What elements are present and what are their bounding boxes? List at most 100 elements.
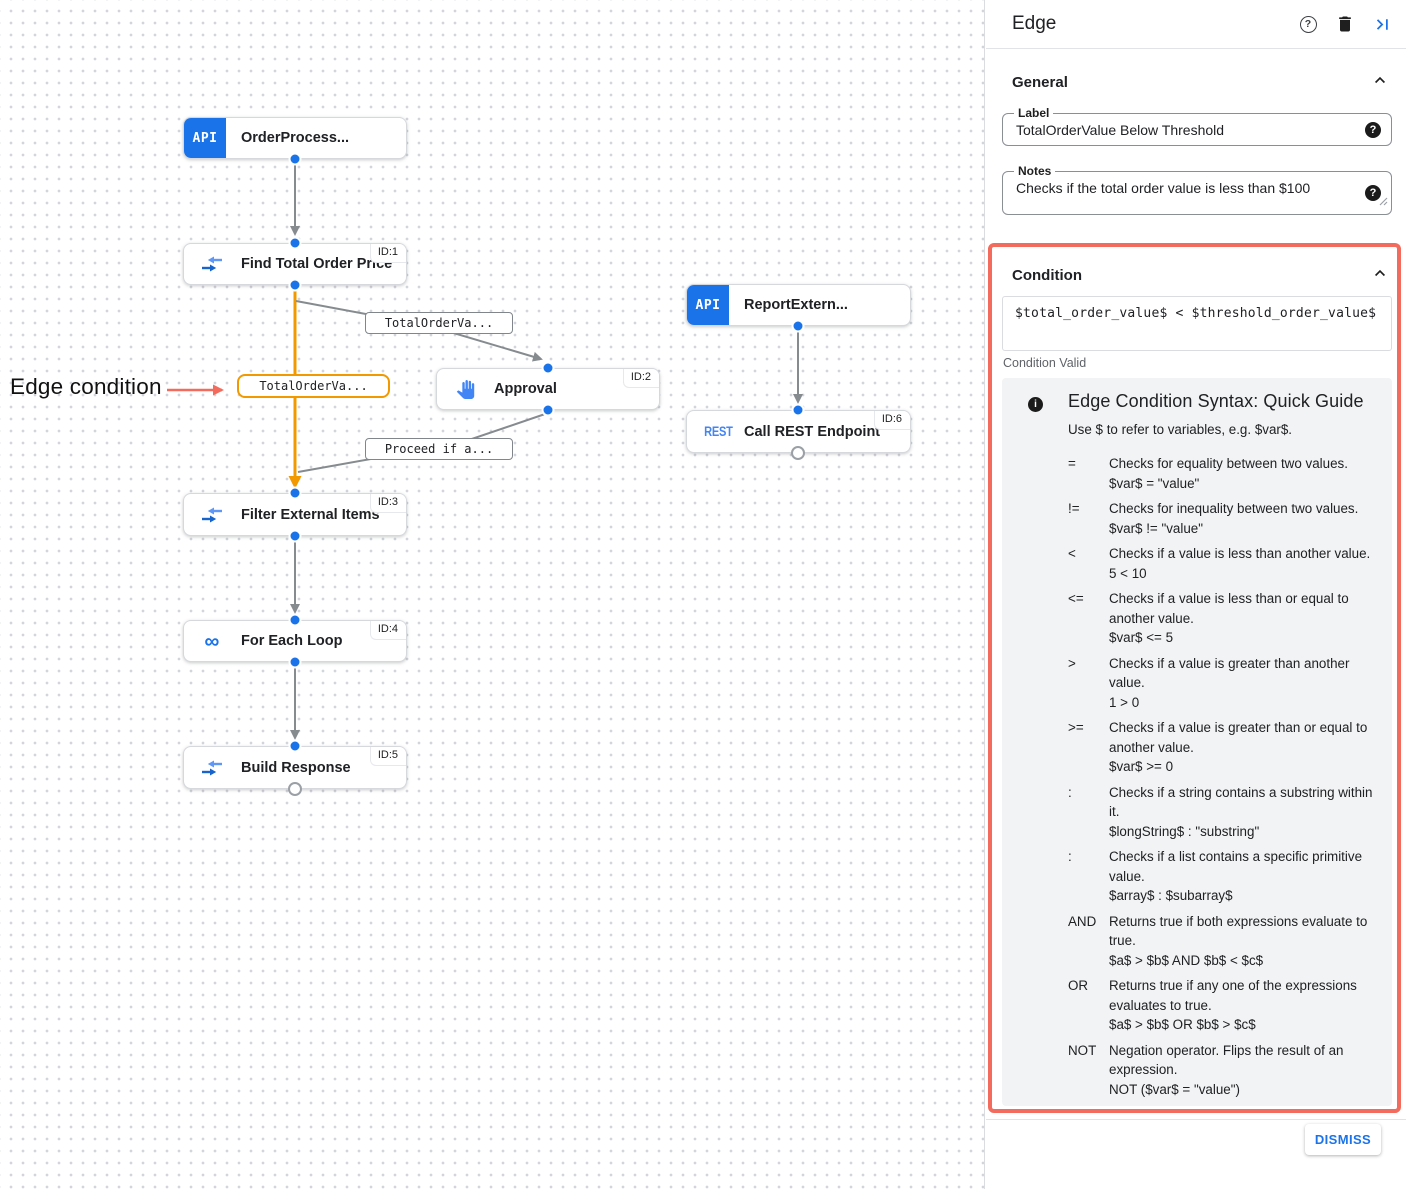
node-title: OrderProcess... xyxy=(241,130,349,146)
condition-syntax-guide: i Edge Condition Syntax: Quick Guide Use… xyxy=(1002,378,1392,1106)
guide-op: != xyxy=(1068,501,1080,516)
guide-desc: Checks for equality between two values. xyxy=(1109,456,1348,471)
field-help-icon[interactable]: ? xyxy=(1365,185,1381,201)
condition-highlight-outline xyxy=(988,243,1401,1113)
edge-label-from-approval[interactable]: Proceed if a... xyxy=(365,438,513,460)
chevron-up-icon[interactable] xyxy=(1370,70,1390,95)
connector-dot[interactable] xyxy=(288,529,302,543)
node-id-badge: ID:6 xyxy=(873,411,910,430)
node-title: Find Total Order Price xyxy=(241,256,393,272)
node-reportexternal-trigger[interactable]: API ReportExtern... xyxy=(686,284,911,326)
edge-label-to-approval[interactable]: TotalOrderVa... xyxy=(365,312,513,334)
connector-dot[interactable] xyxy=(541,361,555,375)
connector-dot[interactable] xyxy=(288,236,302,250)
notes-field-value[interactable]: Checks if the total order value is less … xyxy=(1016,180,1311,196)
general-section-header[interactable]: General xyxy=(1012,70,1390,95)
guide-op: < xyxy=(1068,546,1076,561)
guide-row: > Checks if a value is greater than anot… xyxy=(1068,654,1384,713)
connector-dot[interactable] xyxy=(288,486,302,500)
label-field[interactable]: Label TotalOrderValue Below Threshold ? xyxy=(1002,106,1392,146)
help-glyph: ? xyxy=(1369,124,1377,136)
guide-op: OR xyxy=(1068,978,1089,993)
connector-dot[interactable] xyxy=(541,403,555,417)
guide-row: != Checks for inequality between two val… xyxy=(1068,499,1384,538)
condition-valid-status: Condition Valid xyxy=(1003,356,1087,370)
edge-label-condition-selected[interactable]: TotalOrderVa... xyxy=(237,374,390,398)
api-icon-label: API xyxy=(695,297,721,313)
panel-title: Edge xyxy=(1012,13,1057,34)
node-call-rest-endpoint[interactable]: REST Call REST Endpoint ID:6 xyxy=(686,410,911,453)
data-mapping-icon xyxy=(198,759,226,777)
connector-dot[interactable] xyxy=(288,152,302,166)
notes-field[interactable]: Notes Checks if the total order value is… xyxy=(1002,164,1392,215)
connector-dot[interactable] xyxy=(288,739,302,753)
dismiss-button[interactable]: DISMISS xyxy=(1305,1124,1381,1155)
guide-row: <= Checks if a value is less than or equ… xyxy=(1068,589,1384,648)
guide-op: : xyxy=(1068,849,1072,864)
field-help-icon[interactable]: ? xyxy=(1365,122,1381,138)
rest-icon-label: REST xyxy=(703,424,733,439)
help-icon[interactable]: ? xyxy=(1297,13,1319,35)
node-title: Approval xyxy=(494,381,557,397)
connector-dot[interactable] xyxy=(288,278,302,292)
guide-row: : Checks if a string contains a substrin… xyxy=(1068,783,1384,842)
node-find-total-order-price[interactable]: Find Total Order Price ID:1 xyxy=(183,243,407,285)
resize-handle-icon[interactable] xyxy=(1379,193,1388,211)
node-id-badge: ID:5 xyxy=(369,747,406,766)
api-icon-label: API xyxy=(192,130,218,146)
chevron-up-icon[interactable] xyxy=(1370,263,1390,288)
guide-row: AND Returns true if both expressions eva… xyxy=(1068,912,1384,971)
guide-example: $longString$ : "substring" xyxy=(1109,823,1260,839)
guide-rows: = Checks for equality between two values… xyxy=(1068,454,1384,1099)
node-approval[interactable]: Approval ID:2 xyxy=(436,368,660,410)
node-title: Build Response xyxy=(241,759,351,776)
info-icon: i xyxy=(1028,397,1043,412)
node-id-badge: ID:3 xyxy=(369,494,406,513)
guide-op: <= xyxy=(1068,591,1084,606)
delete-icon[interactable] xyxy=(1334,13,1356,35)
guide-row: : Checks if a list contains a specific p… xyxy=(1068,847,1384,906)
flow-canvas[interactable]: API OrderProcess... Find Total Order Pri… xyxy=(0,0,985,1189)
guide-example: $a$ > $b$ OR $b$ > $c$ xyxy=(1109,1017,1256,1032)
connector-dot-empty[interactable] xyxy=(791,446,805,460)
collapse-panel-icon[interactable] xyxy=(1371,13,1393,35)
condition-expression-input[interactable]: $total_order_value$ < $threshold_order_v… xyxy=(1002,296,1392,351)
guide-example: 5 < 10 xyxy=(1109,565,1147,581)
help-glyph: ? xyxy=(1369,187,1377,199)
info-glyph: i xyxy=(1034,399,1037,410)
node-for-each-loop[interactable]: ∞ For Each Loop ID:4 xyxy=(183,620,407,662)
connector-dot[interactable] xyxy=(791,403,805,417)
panel-bottom-divider xyxy=(986,1119,1406,1120)
panel-header: Edge ? xyxy=(986,0,1406,49)
flow-edges xyxy=(167,162,803,740)
connector-dot[interactable] xyxy=(288,655,302,669)
guide-example: NOT ($var$ = "value") xyxy=(1109,1081,1240,1097)
edge-config-panel: Edge ? General Label TotalOrderV xyxy=(986,0,1406,1189)
connector-dot-empty[interactable] xyxy=(288,782,302,796)
node-id-badge: ID:4 xyxy=(369,621,406,640)
guide-desc: Checks for inequality between two values… xyxy=(1109,501,1359,516)
guide-op: NOT xyxy=(1068,1042,1097,1058)
connector-dot[interactable] xyxy=(791,319,805,333)
data-mapping-icon xyxy=(198,506,226,524)
data-mapping-icon xyxy=(198,255,226,273)
condition-section-header[interactable]: Condition xyxy=(1012,263,1390,288)
node-title: Call REST Endpoint xyxy=(744,423,881,440)
guide-example: 1 > 0 xyxy=(1109,694,1140,710)
condition-section-title: Condition xyxy=(1012,267,1082,284)
guide-row: < Checks if a value is less than another… xyxy=(1068,544,1384,583)
guide-row: = Checks for equality between two values… xyxy=(1068,454,1384,493)
guide-row: >= Checks if a value is greater than or … xyxy=(1068,718,1384,777)
guide-desc: Checks if a value is greater than anothe… xyxy=(1109,655,1350,691)
guide-op: > xyxy=(1068,655,1076,671)
guide-op: >= xyxy=(1068,720,1084,735)
node-orderprocess-trigger[interactable]: API OrderProcess... xyxy=(183,117,407,159)
guide-desc: Checks if a string contains a substring … xyxy=(1109,784,1373,820)
node-id-badge: ID:2 xyxy=(622,369,659,388)
guide-example: $a$ > $b$ AND $b$ < $c$ xyxy=(1109,952,1264,968)
node-title: Filter External Items xyxy=(241,506,380,523)
connector-dot[interactable] xyxy=(288,613,302,627)
node-build-response[interactable]: Build Response ID:5 xyxy=(183,746,407,789)
help-glyph: ? xyxy=(1304,18,1312,30)
label-field-value[interactable]: TotalOrderValue Below Threshold xyxy=(1016,122,1225,138)
